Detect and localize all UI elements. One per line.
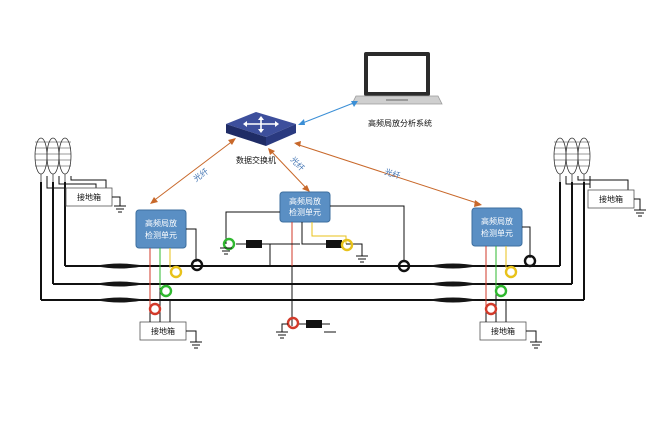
left-shield-wires bbox=[46, 176, 107, 190]
detection-unit-line1: 高频局放 bbox=[145, 218, 177, 228]
detection-unit-center: 高频局放 检测单元 bbox=[279, 191, 331, 223]
cable-termination-right bbox=[553, 137, 591, 182]
fiber-label-left: 光纤 bbox=[191, 166, 210, 183]
detection-unit-right: 高频局放 检测单元 bbox=[471, 207, 523, 247]
ground-icon bbox=[276, 323, 288, 339]
cable-termination-icon bbox=[553, 137, 591, 182]
grounding-box-top-right: 接地箱 bbox=[587, 189, 646, 217]
grounding-box-top-left: 接地箱 bbox=[65, 187, 126, 213]
joint-ground-wires bbox=[149, 266, 507, 322]
analysis-system-label: 高频局放分析系统 bbox=[368, 118, 432, 128]
fiber-label-right: 光纤 bbox=[383, 166, 401, 180]
switch-label: 数据交换机 bbox=[236, 155, 276, 165]
detection-unit-line1: 高频局放 bbox=[481, 216, 513, 226]
detection-unit-line2: 检测单元 bbox=[481, 228, 513, 238]
fiber-link-left bbox=[150, 138, 236, 204]
detection-unit-left: 高频局放 检测单元 bbox=[135, 209, 187, 249]
detection-unit-line2: 检测单元 bbox=[289, 207, 321, 217]
cable-termination-left bbox=[34, 137, 72, 182]
grounding-box-label: 接地箱 bbox=[77, 192, 101, 202]
grounding-box-label: 接地箱 bbox=[599, 194, 623, 204]
ground-icon bbox=[634, 209, 646, 217]
ground-icon bbox=[530, 341, 542, 349]
ground-icon bbox=[356, 255, 368, 263]
cable-termination-icon bbox=[34, 137, 72, 182]
resistor-icon bbox=[306, 320, 322, 328]
fiber-label-center: 光纤 bbox=[289, 154, 307, 172]
fiber-link-center bbox=[268, 148, 310, 192]
ground-icon bbox=[190, 341, 202, 349]
resistor-icon bbox=[246, 240, 262, 248]
right-shield-wires bbox=[565, 176, 629, 190]
laptop-icon bbox=[351, 52, 443, 105]
detection-unit-line2: 检测单元 bbox=[145, 230, 177, 240]
center-ground-wire bbox=[291, 266, 330, 326]
network-switch-icon bbox=[226, 112, 296, 146]
current-transformer-icon bbox=[148, 237, 537, 330]
cable-joints bbox=[95, 263, 478, 303]
center-unit-wiring bbox=[225, 205, 405, 318]
grounding-box-label: 接地箱 bbox=[491, 326, 515, 336]
grounding-box-bottom-right: 接地箱 bbox=[479, 321, 542, 349]
network-link bbox=[298, 101, 358, 125]
ground-icon bbox=[114, 205, 126, 213]
sensor-leads-left bbox=[149, 228, 197, 306]
grounding-box-label: 接地箱 bbox=[151, 326, 175, 336]
fiber-link-right bbox=[294, 141, 482, 207]
grounding-box-bottom-left: 接地箱 bbox=[139, 321, 202, 349]
resistor-icon bbox=[326, 240, 342, 248]
ground-icon bbox=[220, 247, 232, 255]
sensor-leads-right bbox=[485, 226, 531, 306]
detection-unit-line1: 高频局放 bbox=[289, 196, 321, 206]
